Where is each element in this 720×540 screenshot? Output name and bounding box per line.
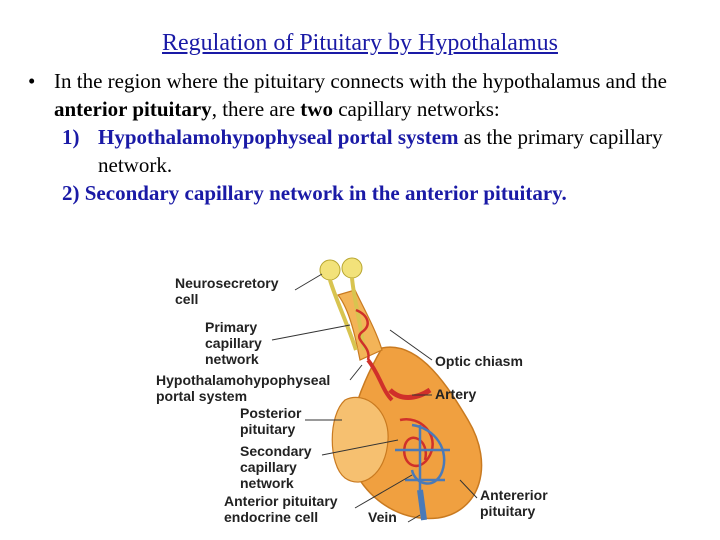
sub-item-number: 1) — [62, 125, 80, 149]
primary-capillary-network — [355, 308, 370, 361]
page-title: Regulation of Pituitary by Hypothalamus — [162, 30, 558, 56]
sub-item-rest: as the primary capillary network. — [98, 125, 663, 177]
label-secondary-1: Secondary — [240, 443, 312, 459]
label-anterior-cell-2: endocrine cell — [224, 509, 318, 525]
sub-item-text: Hypothalamohypophyseal portal system as … — [98, 123, 708, 179]
label-neurosecretory-1: Neurosecretory — [175, 275, 279, 291]
label-primary-2: capillary — [205, 335, 262, 351]
label-optic-chiasm: Optic chiasm — [435, 353, 523, 369]
label-primary-1: Primary — [205, 319, 257, 335]
bullet-list: • In the region where the pituitary conn… — [28, 67, 708, 207]
bullet-text-part: In the region where the pituitary connec… — [54, 69, 667, 93]
vein-line — [417, 489, 427, 521]
bullet-text-part: capillary networks: — [332, 97, 500, 121]
sub-item-2-text: 2) Secondary capillary network in the an… — [62, 181, 567, 205]
label-artery: Artery — [435, 386, 476, 402]
sub-item-bold: Hypothalamohypophyseal portal system — [98, 125, 459, 149]
portal-vessels — [366, 358, 394, 402]
label-posterior-1: Posterior — [240, 405, 302, 421]
label-secondary-2: capillary — [240, 459, 297, 475]
sub-item-1: 1) Hypothalamohypophyseal portal system … — [62, 123, 708, 179]
label-portal-1: Hypothalamohypophyseal — [156, 372, 330, 388]
label-secondary-3: network — [240, 475, 294, 491]
label-neurosecretory-2: cell — [175, 291, 198, 307]
pituitary-diagram: Neurosecretory cell Primary capillary ne… — [156, 257, 548, 525]
sub-item-2: 2) Secondary capillary network in the an… — [62, 179, 708, 207]
bullet-text: In the region where the pituitary connec… — [54, 67, 708, 123]
posterior-pituitary-shape — [331, 396, 389, 483]
label-primary-3: network — [205, 351, 259, 367]
label-anterior-1: Antererior — [480, 487, 548, 503]
label-posterior-2: pituitary — [240, 421, 295, 437]
label-portal-2: portal system — [156, 388, 247, 404]
label-vein: Vein — [368, 509, 397, 525]
bullet-item: • In the region where the pituitary conn… — [28, 67, 708, 123]
bullet-mark: • — [28, 69, 36, 93]
bullet-bold-anterior: anterior pituitary — [54, 97, 212, 121]
secondary-capillary-network — [395, 417, 450, 490]
bullet-text-part: , there are — [211, 97, 301, 121]
label-anterior-2: pituitary — [480, 503, 535, 519]
bullet-bold-two: two — [300, 97, 333, 121]
label-anterior-cell-1: Anterior pituitary — [224, 493, 338, 509]
leader-lines — [271, 273, 478, 523]
artery-line — [388, 387, 432, 400]
